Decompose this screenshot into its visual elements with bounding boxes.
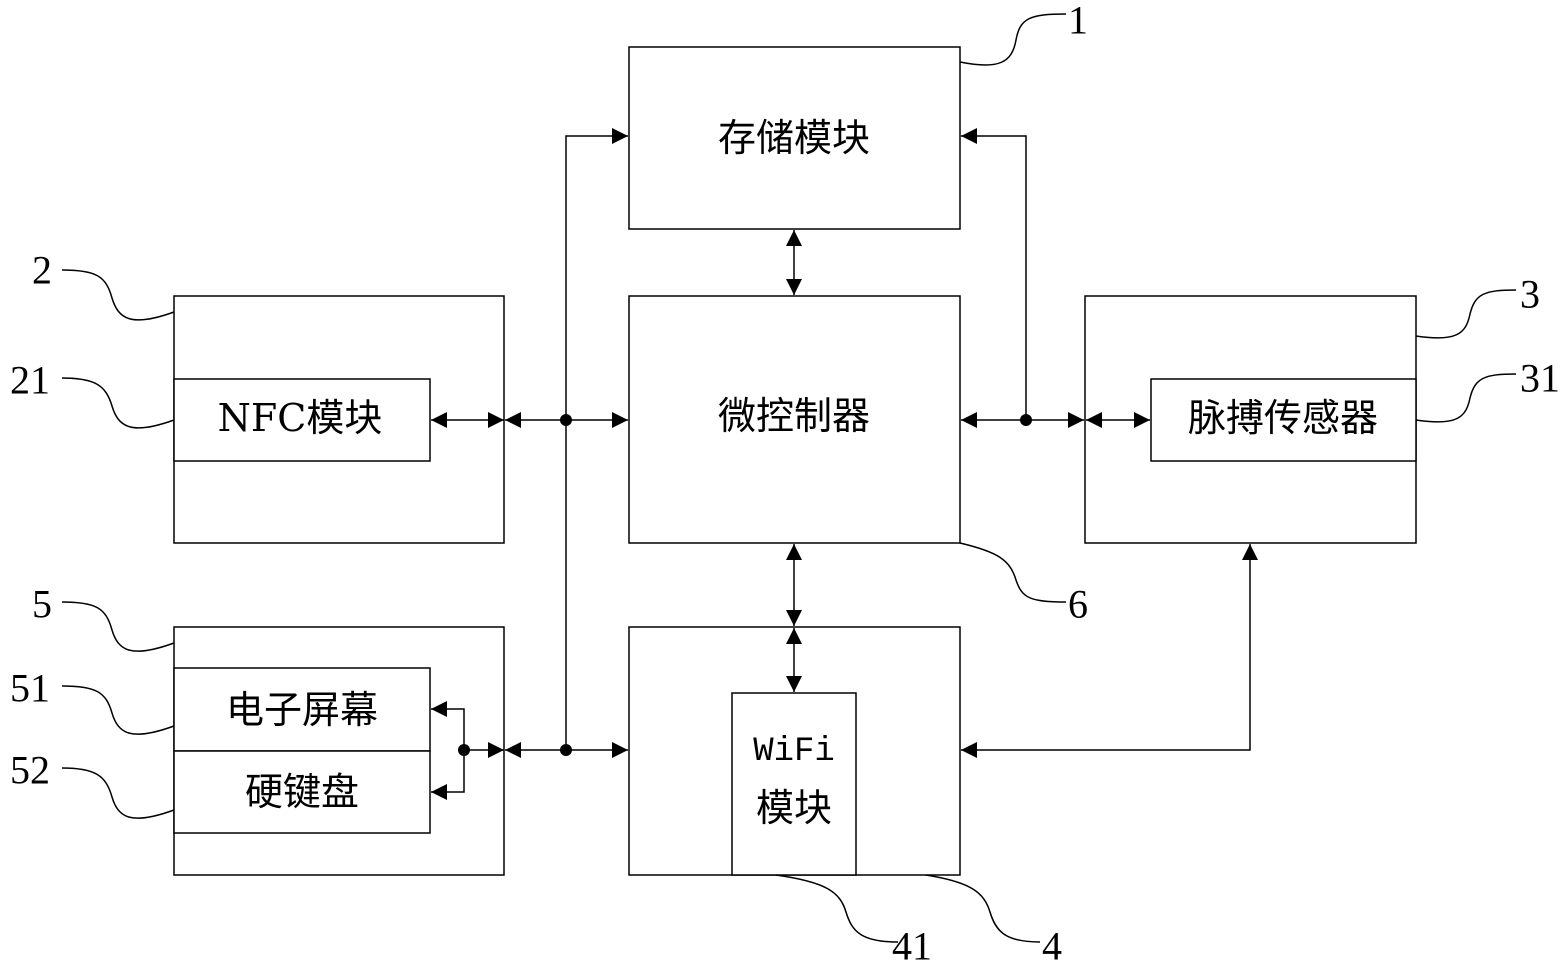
ref-pulse-sensor: 31 [1520, 356, 1560, 401]
ref-screen: 51 [10, 666, 50, 711]
wifi-module-label-line2: 模块 [756, 786, 832, 830]
leader-storage [960, 14, 1066, 65]
ref-mcu: 6 [1068, 582, 1088, 627]
ref-wifi-module: 41 [892, 924, 932, 968]
wifi-sensor-link [961, 544, 1250, 750]
ref-nfc-module: 21 [10, 358, 50, 403]
leader-io-unit [62, 602, 174, 651]
ref-io-unit: 5 [32, 582, 52, 627]
left-bus-to-storage [566, 136, 628, 750]
junction-io [560, 744, 572, 756]
ref-sensor-unit: 3 [1520, 272, 1540, 317]
nfc-module-label: NFC模块 [218, 396, 383, 440]
ref-nfc-unit: 2 [32, 248, 52, 293]
junction-nfc [560, 414, 572, 426]
junction-sensor [1020, 414, 1032, 426]
leader-nfc-module [62, 378, 174, 428]
screen-label: 电子屏幕 [226, 688, 378, 732]
microcontroller-label: 微控制器 [718, 394, 870, 438]
pulse-sensor-label: 脉搏传感器 [1188, 396, 1378, 440]
keyboard-label: 硬键盘 [245, 770, 359, 814]
leader-nfc-unit [62, 270, 174, 320]
leader-wifi-module [776, 875, 898, 942]
leader-mcu [960, 543, 1066, 602]
ref-wifi-unit: 4 [1042, 924, 1062, 968]
leader-sensor-unit [1416, 290, 1516, 338]
ref-storage: 1 [1068, 0, 1088, 43]
ref-keyboard: 52 [10, 748, 50, 793]
storage-module-label: 存储模块 [718, 116, 870, 160]
wifi-module-box [732, 693, 856, 875]
junction-screen-keyboard [458, 744, 470, 756]
wifi-module-label-line1: WiFi [753, 733, 835, 771]
leader-wifi-unit [926, 875, 1040, 942]
leader-pulse-sensor [1416, 374, 1516, 422]
right-bus-to-storage [961, 136, 1026, 420]
leader-keyboard [62, 768, 174, 818]
leader-screen [62, 686, 174, 734]
